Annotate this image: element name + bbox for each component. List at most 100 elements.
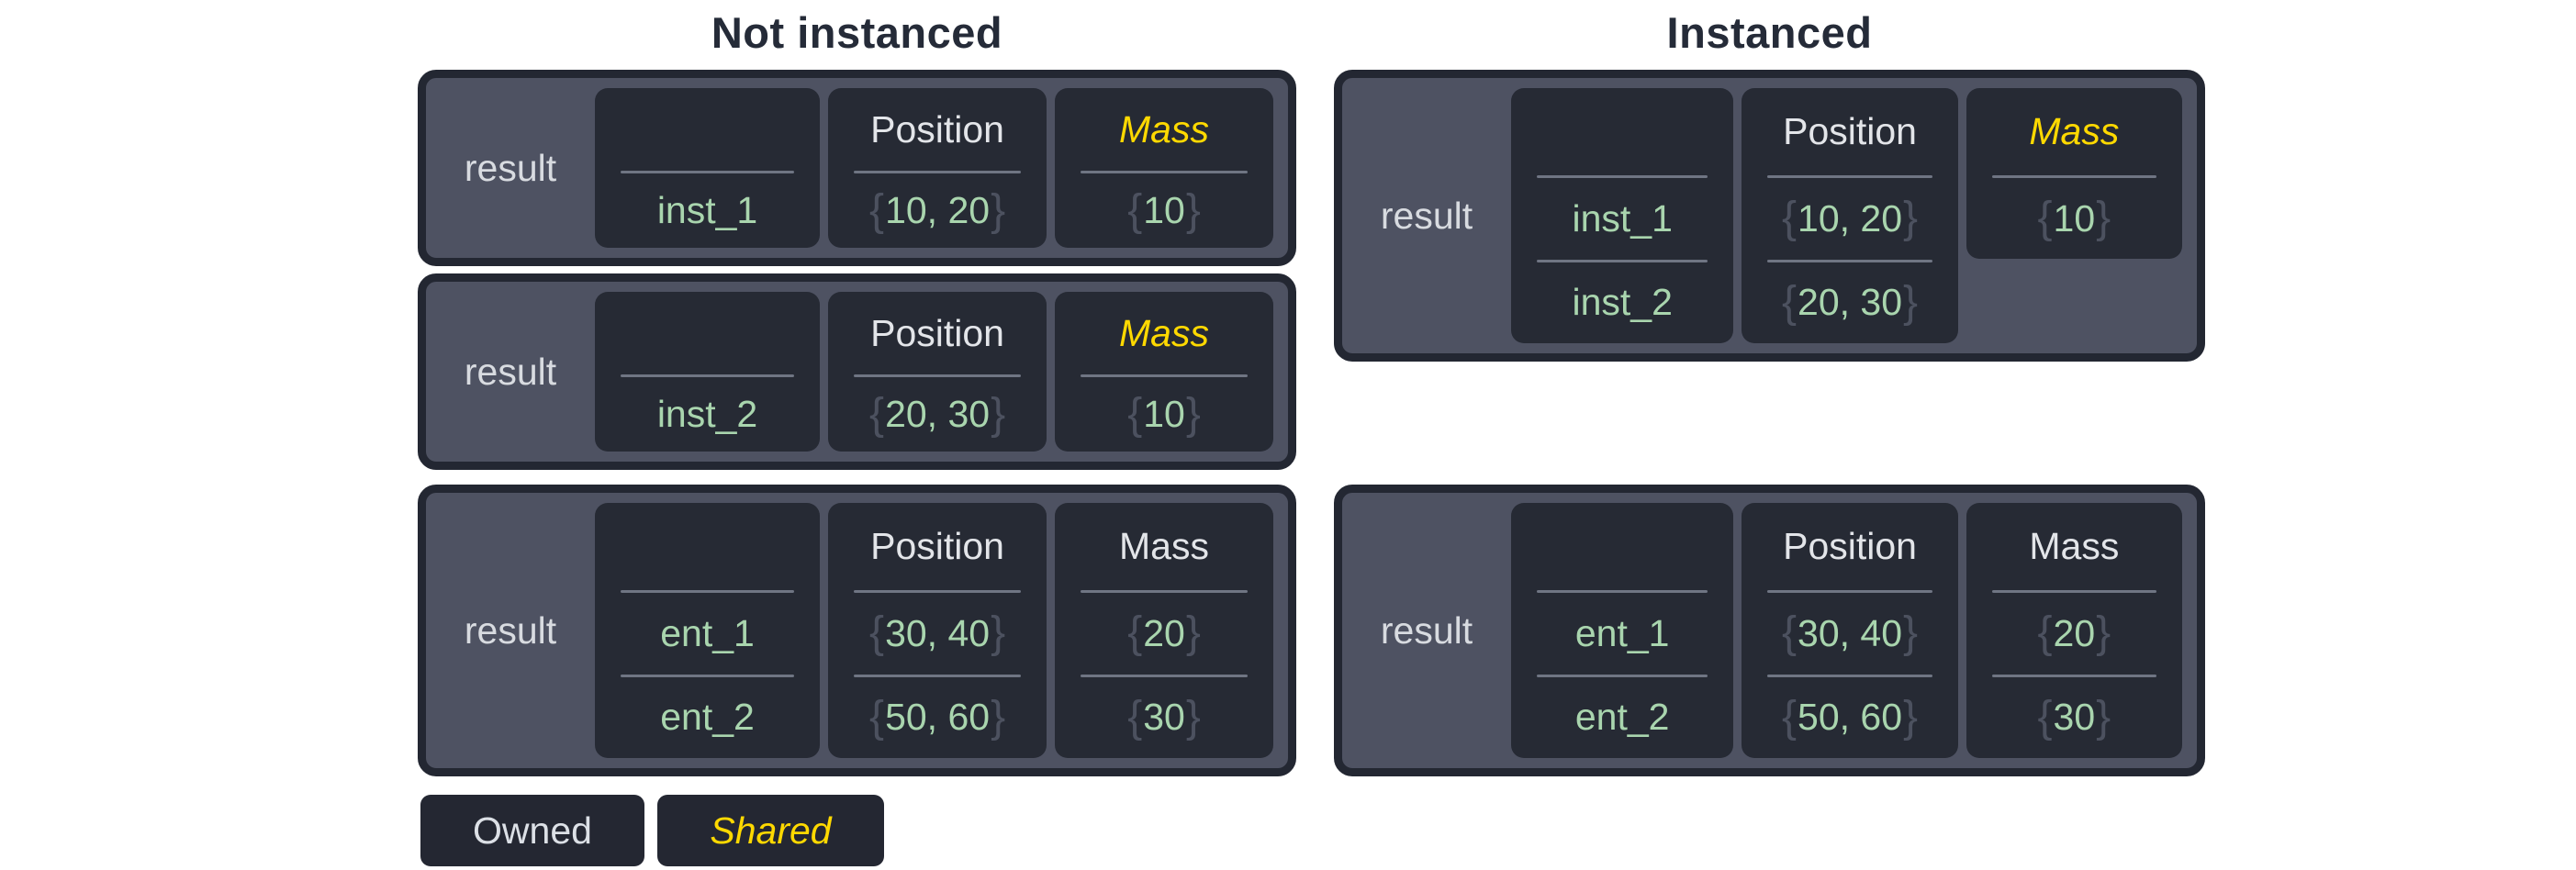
position-column-header: Position [1783, 110, 1917, 152]
legend-shared: Shared [657, 795, 884, 866]
position-column: Position {20, 30} [828, 292, 1047, 452]
brace-open: { [2037, 692, 2053, 742]
position-value: {10, 20} [1742, 178, 1957, 260]
brace-close: } [991, 389, 1006, 439]
mass-column: Mass {20} {30} [1055, 503, 1273, 758]
brace-close: } [1903, 608, 1919, 658]
mass-value: {20} [1055, 593, 1273, 675]
result-box: result ent_1 ent_2 Position {30, 40} {50… [1334, 485, 2205, 776]
value-numbers: 20 [1143, 611, 1185, 654]
mass-column-header-shared: Mass [1119, 311, 1209, 354]
column-divider [1767, 674, 1932, 677]
result-box: result inst_1 Position {10, 20} Mass {10… [418, 70, 1296, 266]
brace-close: } [991, 608, 1006, 658]
value-numbers: 10 [1143, 189, 1185, 231]
record-cells: ent_1 ent_2 Position {30, 40} {50, 60} M… [595, 503, 1273, 758]
brace-open: { [869, 185, 885, 235]
entity-name: ent_2 [660, 696, 755, 739]
brace-close: } [1903, 692, 1919, 742]
value-numbers: 10, 20 [885, 189, 991, 231]
result-box: result inst_2 Position {20, 30} Mass {10… [418, 273, 1296, 470]
result-label: result [464, 608, 557, 652]
position-column: Position {30, 40} {50, 60} [828, 503, 1047, 758]
result-label: result [464, 146, 557, 189]
mass-column: Mass {10} [1055, 292, 1273, 452]
mass-value: {30} [1055, 677, 1273, 759]
brace-open: { [1127, 389, 1143, 439]
record-cells: inst_2 Position {20, 30} Mass {10} [595, 292, 1273, 452]
brace-close: } [991, 692, 1006, 742]
position-column-header: Position [870, 107, 1004, 151]
mass-column-shared-single: Mass {10} [1966, 88, 2182, 259]
mass-value: {20} [1966, 593, 2182, 675]
entity-column-header [595, 292, 820, 374]
column-divider [854, 674, 1022, 677]
record-cells: inst_1 Position {10, 20} Mass {10} [595, 88, 1273, 248]
record-cells: inst_1 inst_2 Position {10, 20} {20, 30}… [1511, 88, 2182, 343]
entity-column-header [595, 88, 820, 171]
entity-column-header [595, 503, 820, 590]
entity-name: ent_1 [660, 611, 755, 654]
column-divider [1537, 259, 1708, 262]
column-divider [621, 171, 795, 173]
entity-column-header [1511, 503, 1733, 590]
column-divider [1081, 590, 1248, 593]
position-value: {30, 40} [1742, 593, 1957, 675]
group-title-not-instanced: Not instanced [711, 8, 1003, 57]
position-value: {50, 60} [828, 677, 1047, 759]
column-divider [1767, 590, 1932, 593]
entity-column: inst_1 inst_2 [1511, 88, 1734, 343]
value-numbers: 50, 60 [1798, 696, 1903, 739]
column-divider [854, 590, 1022, 593]
column-divider [1537, 175, 1708, 178]
position-column-header: Position [1783, 525, 1917, 567]
result-label: result [1380, 608, 1473, 652]
result-box: result inst_1 inst_2 Position {10, 20} {… [1334, 70, 2205, 362]
mass-column-header: Mass [2029, 525, 2120, 567]
column-divider [621, 374, 795, 377]
value-numbers: 30 [1143, 696, 1185, 739]
brace-close: } [2096, 608, 2111, 658]
result-label: result [1380, 194, 1473, 237]
brace-close: } [2096, 194, 2111, 242]
mass-column-header-shared: Mass [2029, 110, 2120, 152]
brace-close: } [1185, 608, 1201, 658]
position-value: {10, 20} [828, 173, 1047, 248]
mass-column: Mass {20} {30} [1966, 503, 2182, 758]
entity-column-header [1511, 88, 1733, 175]
column-divider [1537, 590, 1708, 593]
mass-value: {30} [1966, 677, 2182, 759]
position-column: Position {10, 20} {20, 30} [1742, 88, 1958, 343]
brace-open: { [1127, 608, 1143, 658]
position-column-header: Position [870, 525, 1004, 567]
column-divider [1537, 674, 1708, 677]
position-column-header: Position [870, 311, 1004, 354]
entity-name: inst_2 [656, 393, 758, 435]
value-numbers: 20, 30 [885, 393, 991, 435]
column-divider [854, 374, 1022, 377]
value-numbers: 30, 40 [885, 611, 991, 654]
entity-name: inst_2 [1572, 281, 1673, 324]
brace-open: { [1782, 608, 1798, 658]
brace-open: { [1782, 194, 1798, 243]
value-numbers: 20 [2053, 611, 2096, 654]
mass-value: {10} [1966, 178, 2182, 259]
column-divider [621, 674, 795, 677]
entity-name: ent_2 [1574, 696, 1670, 739]
mass-value: {10} [1055, 377, 1273, 452]
entity-name: inst_1 [1572, 196, 1673, 240]
column-divider [1767, 259, 1932, 262]
column-divider [621, 590, 795, 593]
entity-name: ent_1 [1574, 611, 1670, 654]
column-divider [1991, 674, 2156, 677]
result-box: result ent_1 ent_2 Position {30, 40} {50… [418, 485, 1296, 776]
entity-name: inst_1 [656, 189, 758, 231]
legend-owned: Owned [420, 795, 644, 866]
brace-open: { [1782, 277, 1798, 327]
position-value: {30, 40} [828, 593, 1047, 675]
brace-close: } [1185, 389, 1201, 439]
column-divider [1991, 590, 2156, 593]
position-column: Position {10, 20} [828, 88, 1047, 248]
value-numbers: 10 [1143, 393, 1185, 435]
